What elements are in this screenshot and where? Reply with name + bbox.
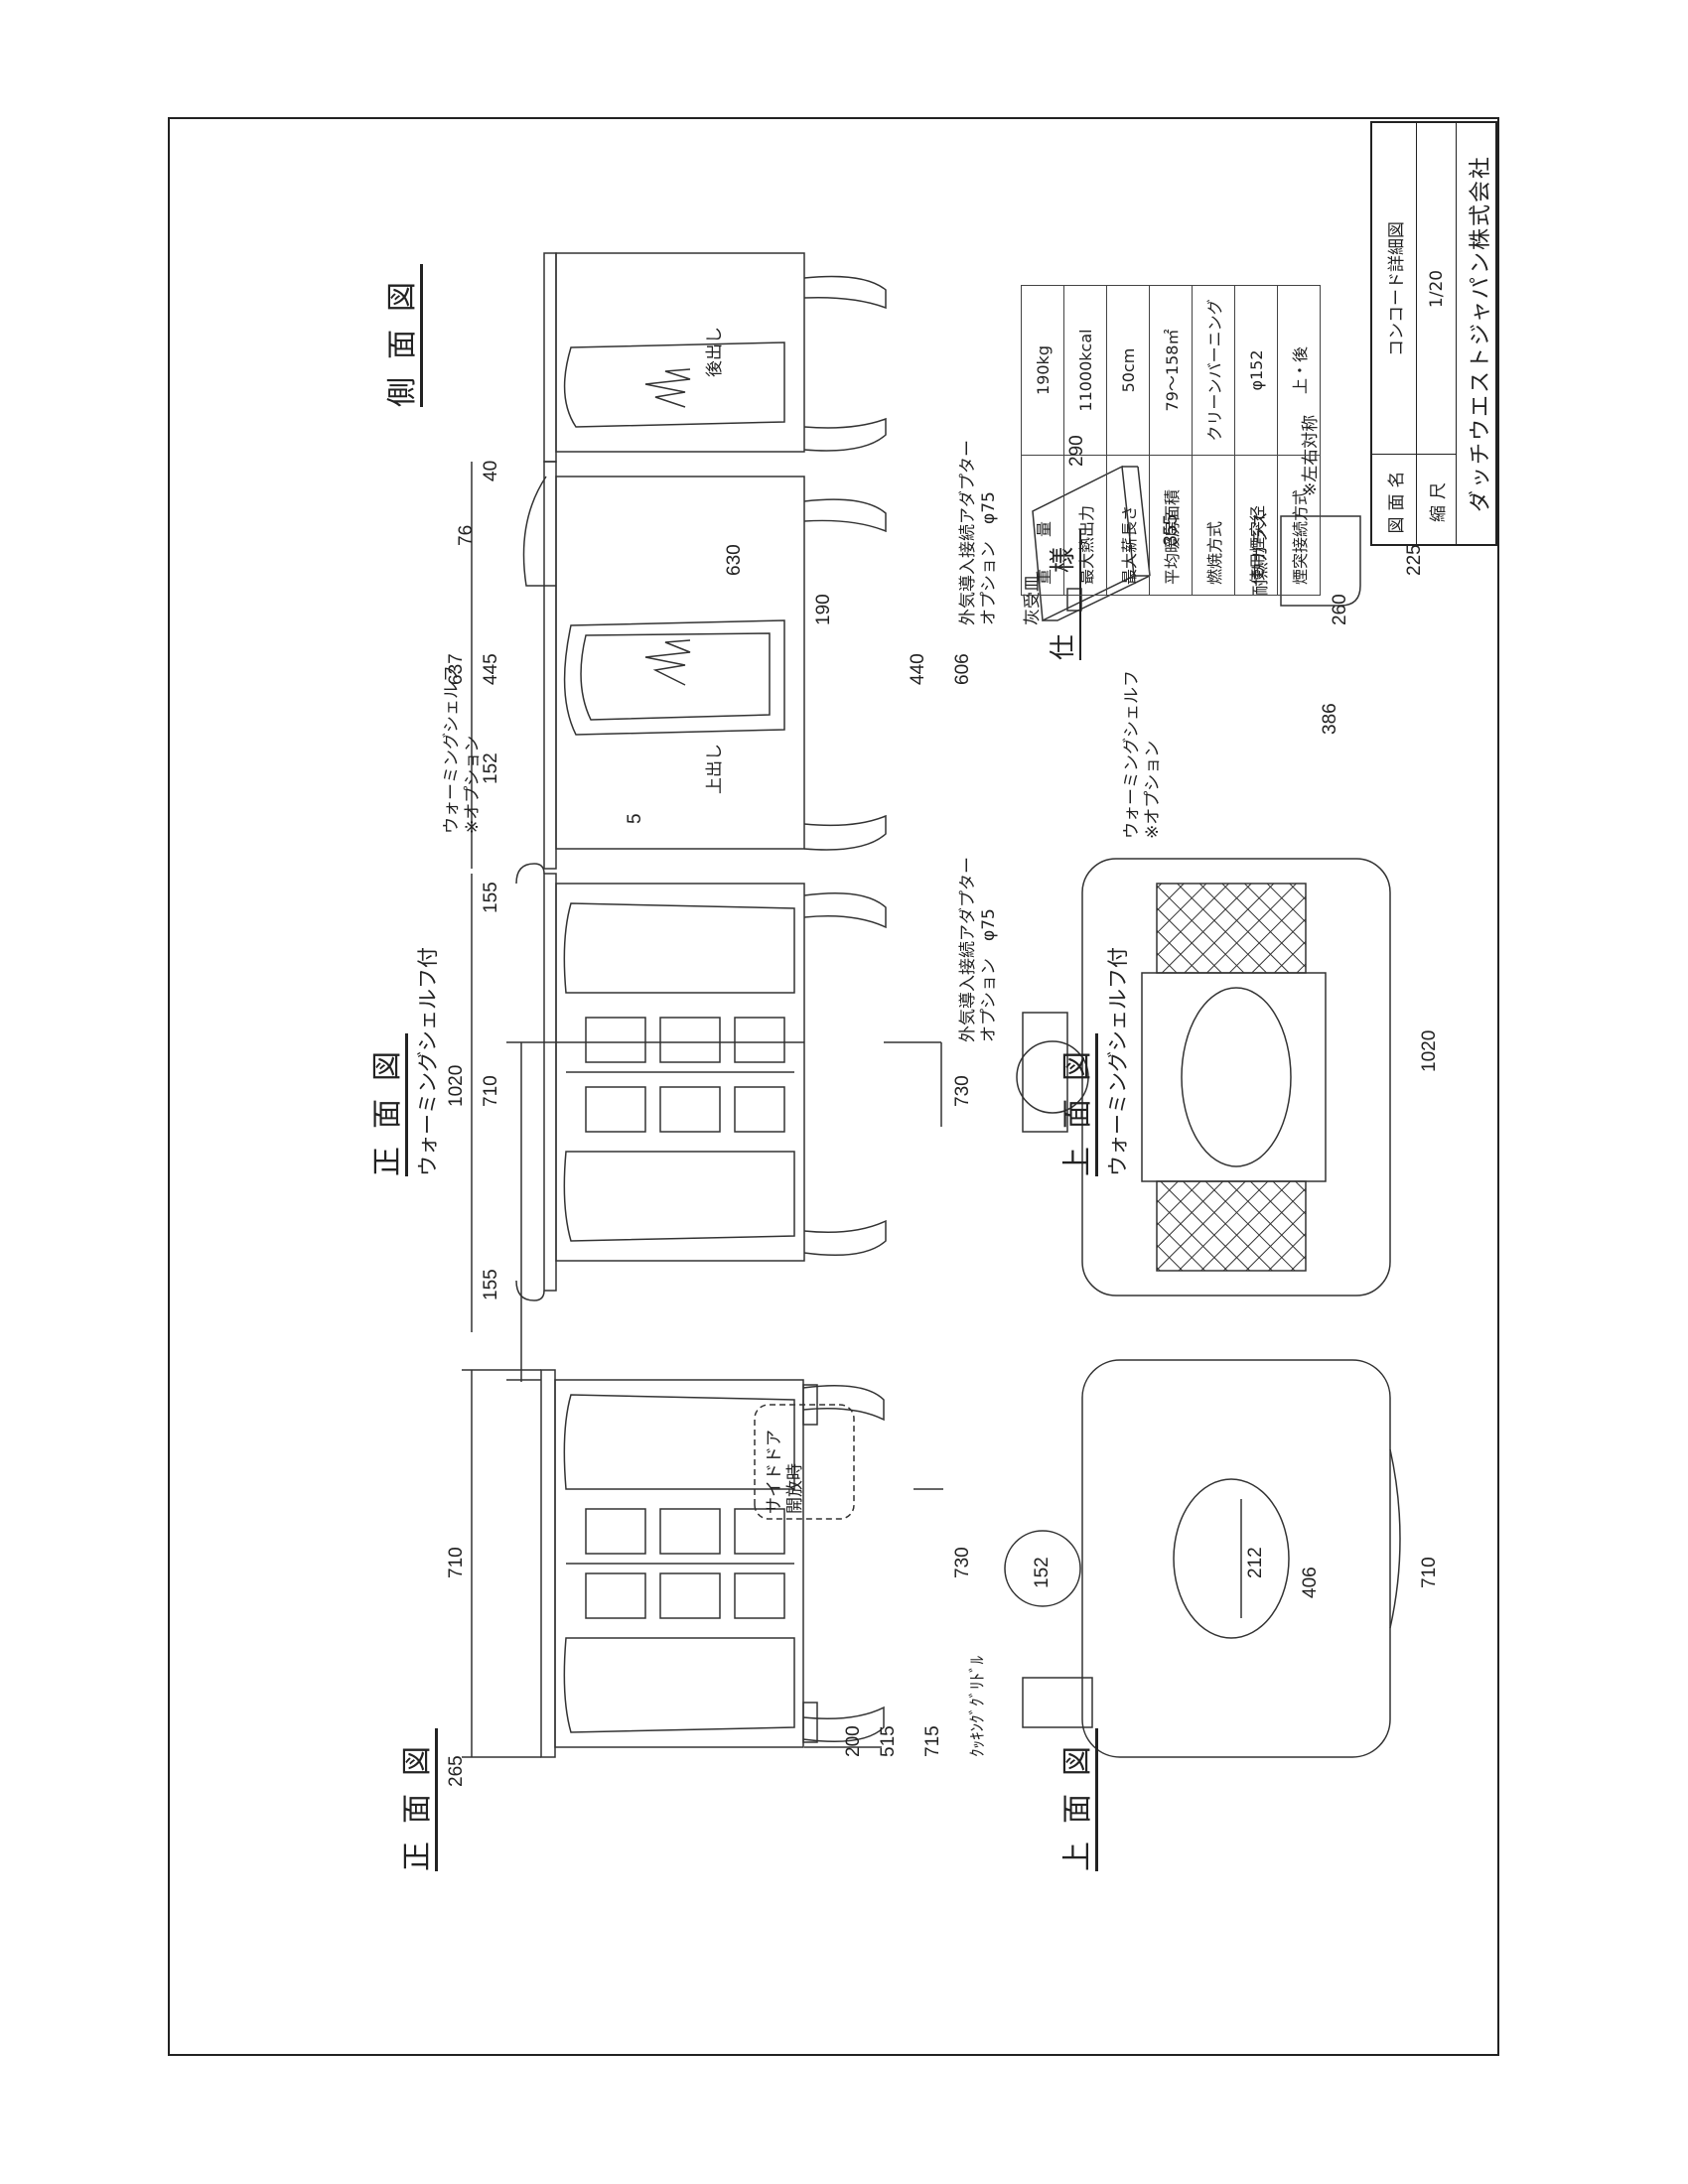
top-shelf-view-drawing — [1016, 858, 1391, 1297]
front-view-dimension-lines — [462, 1041, 943, 1758]
dim-side-445: 445 — [481, 653, 501, 685]
top-view-title: 上面図 — [1060, 1728, 1095, 1871]
ash-pan-drawing — [1032, 465, 1151, 622]
spec-label: 燃焼方式 — [1192, 455, 1235, 596]
spec-label: 最大薪長さ — [1106, 455, 1150, 596]
dim-top-710: 710 — [1419, 1557, 1440, 1588]
top-shelf-view-title: 上面図 — [1060, 1033, 1095, 1176]
title-block: 図面名 コンコード詳細図 縮尺 1/20 ダッチウエストジャパン株式会社 — [1370, 121, 1497, 546]
note-cooking-griddle: ｸｯｷﾝｸﾞｸﾞﾘﾄﾞﾙ — [968, 1656, 988, 1757]
side-view-top-outlet-drawing — [522, 461, 887, 870]
drawing-name: コンコード詳細図 — [1386, 221, 1407, 356]
scale-value: 1/20 — [1426, 269, 1447, 309]
dim-top-152-chimney: 152 — [1032, 1557, 1053, 1588]
note-warming-shelf-front: ウォーミングシェルフ※オプション — [442, 665, 484, 834]
note-side-door: サイドドア開放時 — [765, 1430, 806, 1514]
dim-front-200: 200 — [843, 1725, 864, 1757]
front-shelf-view-title: 正面図 — [370, 1033, 405, 1176]
note-warming-shelf-top: ウォーミングシェルフ※オプション — [1122, 670, 1164, 839]
dim-front-710: 710 — [446, 1547, 467, 1578]
top-shelf-view-subtitle: ウォーミングシェルフ付 — [1106, 947, 1130, 1176]
dim-shelf-155: 155 — [481, 882, 501, 913]
spec-label: 平均暖房面積 — [1149, 455, 1193, 596]
dim-front-715: 715 — [922, 1725, 943, 1757]
dim-shelf-710: 710 — [481, 1075, 501, 1107]
title-block-row-scale: 縮尺 1/20 — [1417, 123, 1457, 544]
title-block-row-company: ダッチウエストジャパン株式会社 — [1457, 123, 1499, 544]
dim-front-730: 730 — [952, 1547, 973, 1578]
spec-value: 190kg — [1021, 285, 1064, 456]
spec-value: φ152 — [1234, 285, 1278, 456]
spec-label: 使用煙突径 — [1234, 455, 1278, 596]
front-shelf-view-drawing — [515, 863, 887, 1301]
company-name: ダッチウエストジャパン株式会社 — [1468, 155, 1493, 513]
title-block-row-drawing-name: 図面名 コンコード詳細図 — [1372, 123, 1417, 544]
top-view-drawing — [1004, 1359, 1401, 1758]
dim-front-265: 265 — [446, 1755, 467, 1787]
dim-top-212: 212 — [1245, 1547, 1266, 1578]
side-view-title: 側面図 — [385, 264, 420, 407]
spec-row: 煙突接続方式上・後 — [1277, 285, 1321, 596]
dim-side-152: 152 — [481, 752, 501, 784]
dim-shelf-1020: 1020 — [446, 1064, 467, 1107]
dim-topshelf-1020: 1020 — [1419, 1029, 1440, 1072]
scale-label: 縮尺 — [1417, 454, 1456, 544]
note-rear-outlet: 後出し — [705, 327, 725, 377]
dim-shelf-730: 730 — [952, 1075, 973, 1107]
dim-glass-225: 225 — [1404, 544, 1425, 576]
drawing-lines — [462, 252, 1401, 1758]
front-view-title: 正面図 — [400, 1728, 435, 1871]
side-view-rear-outlet-drawing — [543, 252, 887, 463]
dim-side-76: 76 — [456, 524, 477, 546]
front-shelf-view-subtitle: ウォーミングシェルフ付 — [416, 947, 440, 1176]
dim-top-406: 406 — [1300, 1567, 1321, 1598]
heat-glass-drawing — [1280, 515, 1361, 607]
spec-value: 50cm — [1106, 285, 1150, 456]
dim-side-5: 5 — [625, 813, 645, 824]
spec-value: 上・後 — [1277, 285, 1321, 456]
front-view-drawing — [540, 1369, 885, 1758]
spec-label: 重 量 — [1021, 455, 1064, 596]
dim-side-606: 606 — [952, 653, 973, 685]
dim-glass-260: 260 — [1330, 594, 1350, 625]
dim-topshelf-386: 386 — [1320, 703, 1340, 735]
dim-side-40: 40 — [481, 460, 501, 481]
spec-label: 最大熱出力 — [1063, 455, 1107, 596]
note-outside-air-adapter-1: 外気導入接続アダプターオプション φ75 — [958, 857, 1000, 1042]
spec-label: 煙突接続方式 — [1277, 455, 1321, 596]
note-outside-air-adapter-2: 外気導入接続アダプターオプション φ75 — [958, 440, 1000, 625]
note-top-outlet: 上出し — [705, 744, 725, 794]
spec-value: クリーンバーニング — [1192, 285, 1235, 456]
spec-row: 燃焼方式クリーンバーニング — [1192, 285, 1235, 596]
drawing-sheet: 正面図 正面図 ウォーミングシェルフ付 側面図 上面図 上面図 ウォーミングシェ… — [169, 119, 1499, 2055]
drawing-frame — [168, 117, 1499, 2056]
dim-front-515: 515 — [878, 1725, 899, 1757]
dim-shelf-155b: 155 — [481, 1269, 501, 1300]
dim-side-630: 630 — [724, 544, 745, 576]
side-door-swing-outline — [754, 1404, 855, 1520]
drawing-name-label: 図面名 — [1372, 454, 1416, 544]
dim-side-190: 190 — [813, 594, 834, 625]
spec-value: 11000kcal — [1063, 285, 1107, 456]
dim-side-440: 440 — [908, 653, 928, 685]
spec-value: 79～158㎡ — [1149, 285, 1193, 456]
